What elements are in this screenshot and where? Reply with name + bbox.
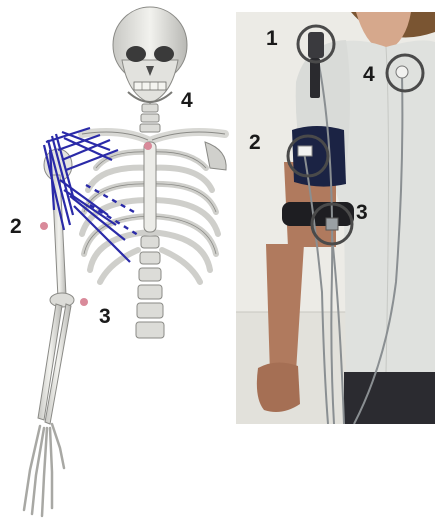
hand-bones [24, 424, 64, 516]
label-2: 2 [10, 216, 22, 237]
photo-label-3: 3 [356, 202, 368, 223]
clavicles [82, 132, 225, 140]
scapula-right [205, 142, 226, 170]
label-3: 3 [99, 306, 111, 327]
marker-3 [80, 298, 88, 306]
photo-label-1: 1 [266, 28, 278, 49]
subject-photo [236, 12, 435, 424]
marker-4 [144, 142, 152, 150]
elbow-band [282, 202, 354, 226]
skeleton-model-panel: 2 3 4 [0, 0, 236, 525]
skeleton-illustration [0, 0, 236, 525]
humerus [44, 149, 74, 307]
marker-2 [40, 222, 48, 230]
photo-label-2: 2 [249, 132, 261, 153]
sternum [144, 142, 156, 232]
skull [113, 7, 187, 103]
subject-photo-panel: 1 2 3 4 [236, 12, 435, 424]
label-4: 4 [181, 90, 193, 111]
photo-label-4: 4 [363, 64, 375, 85]
cervical-spine [140, 104, 160, 132]
forearm-bones [38, 304, 71, 424]
hand [257, 362, 300, 412]
